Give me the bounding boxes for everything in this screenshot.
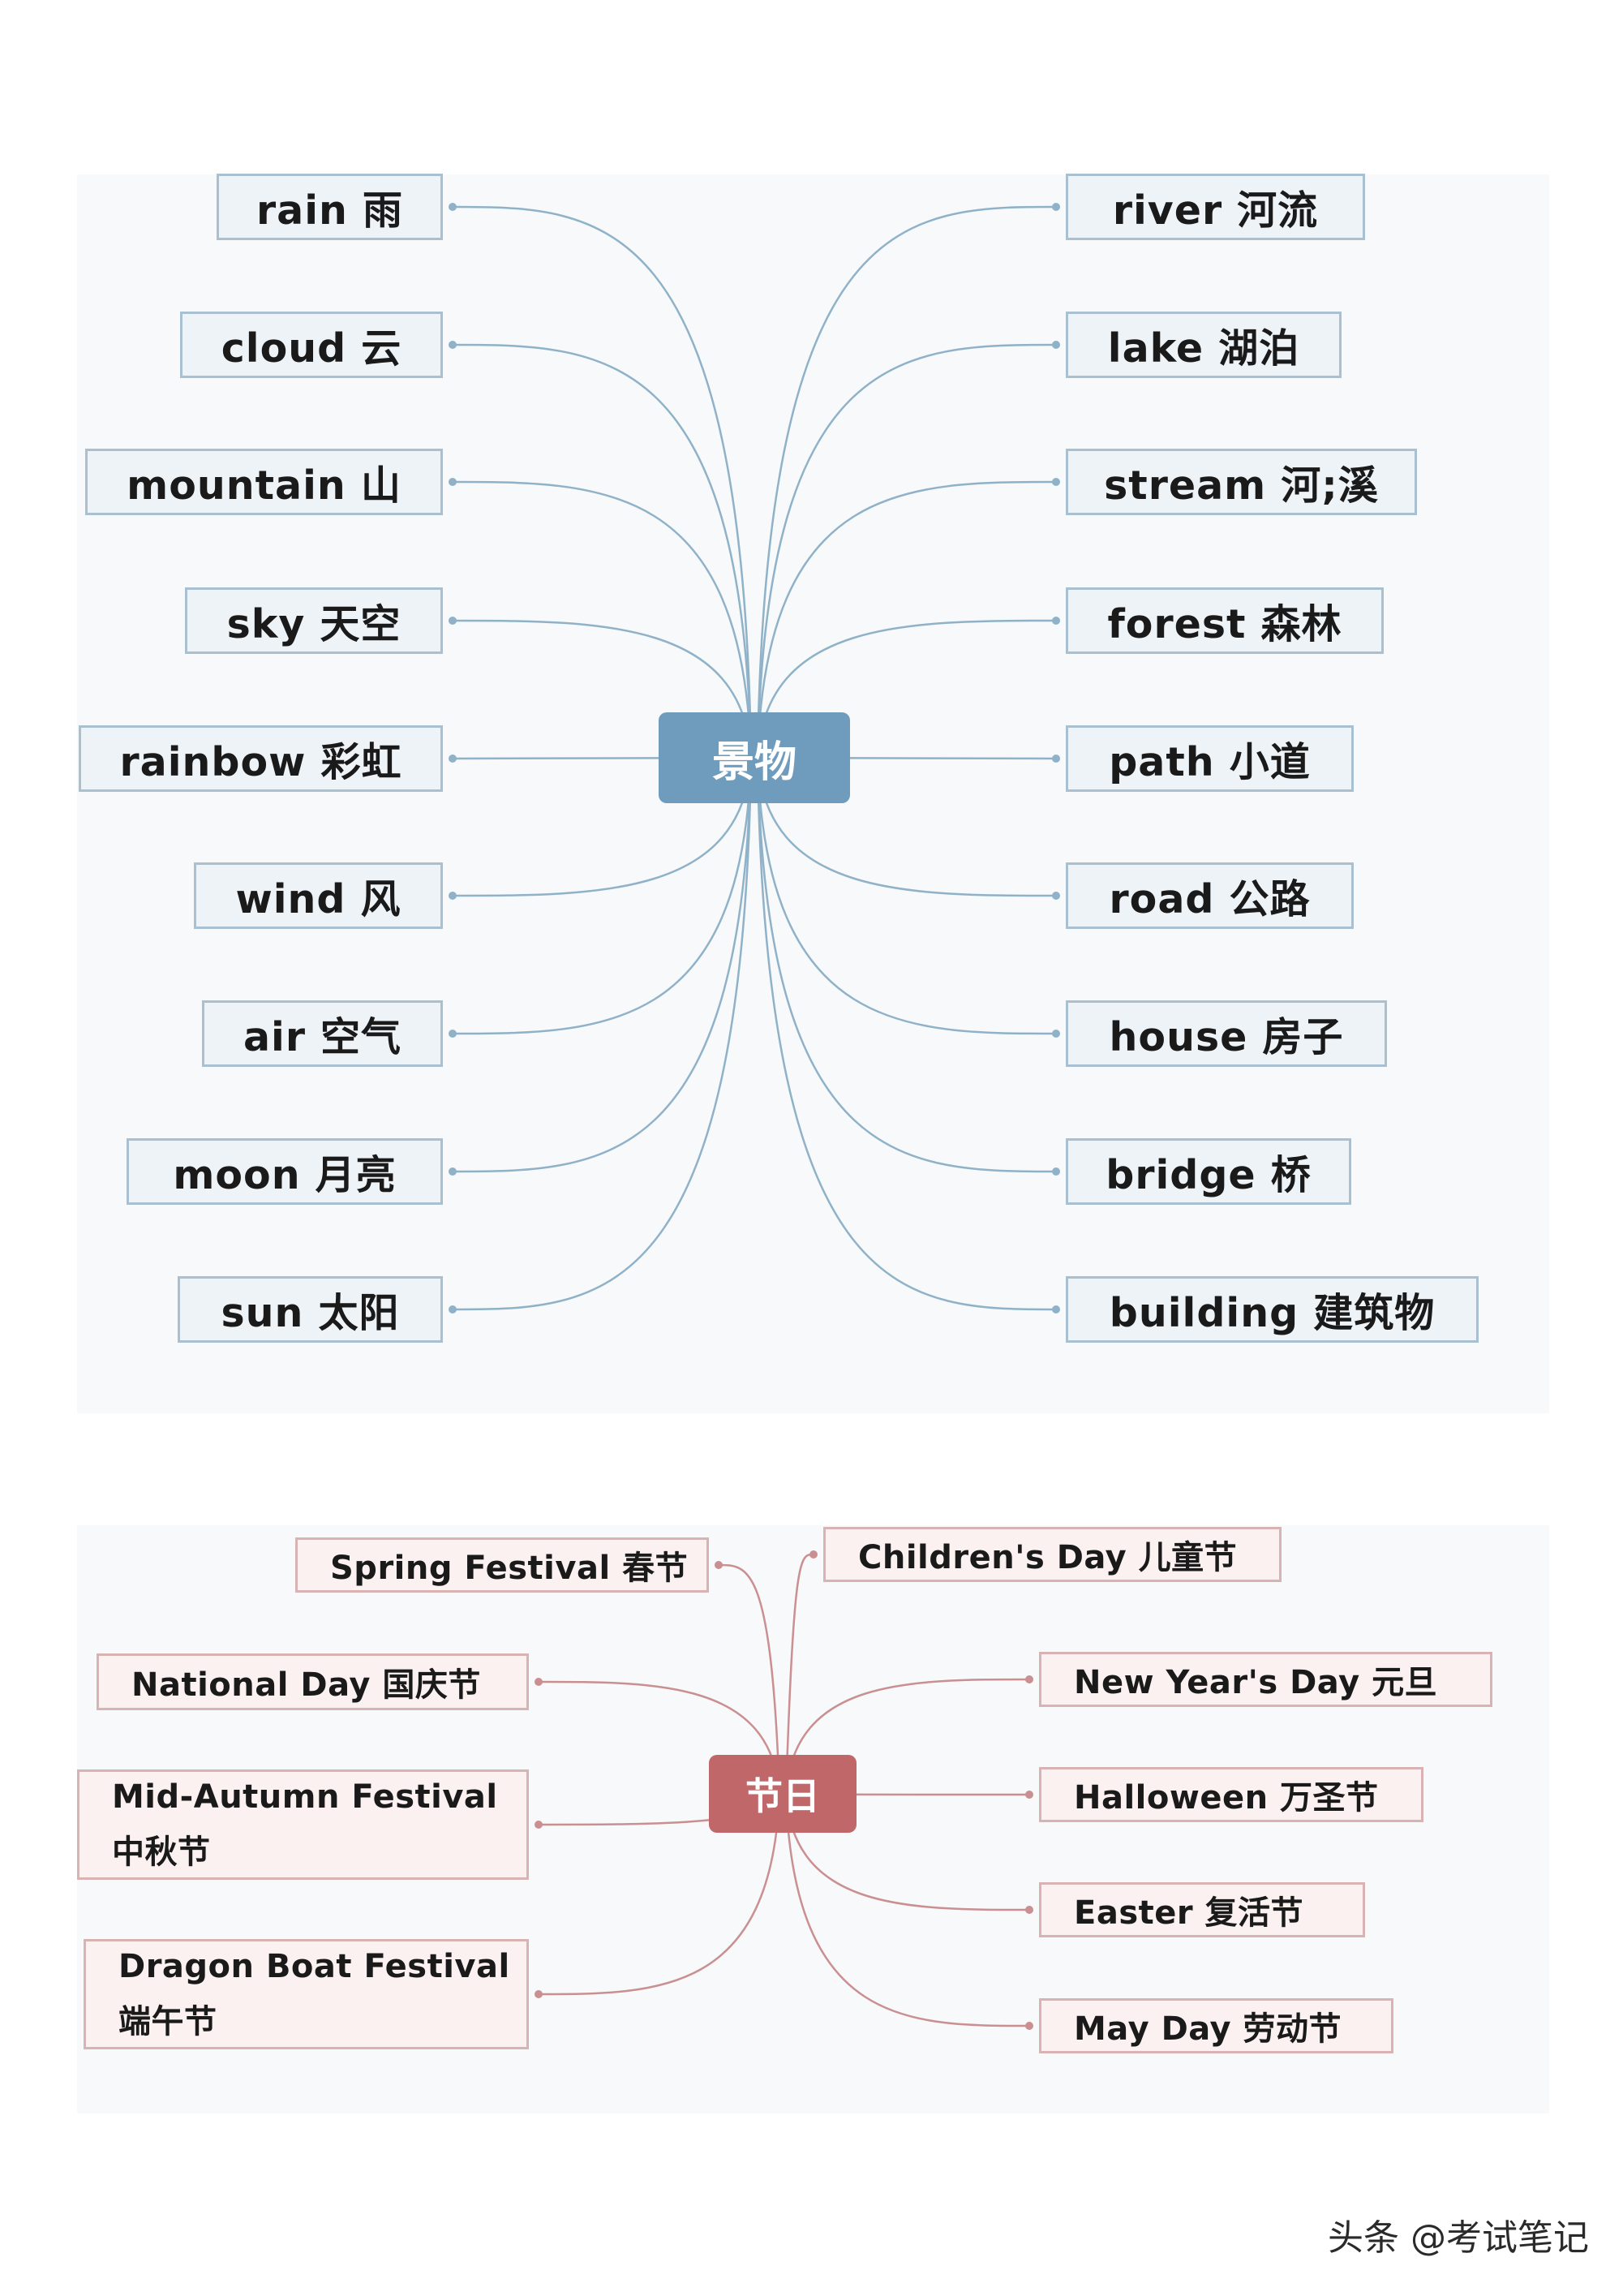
watermark: 头条 @考试笔记: [1328, 2217, 1589, 2259]
node-spring-festival[interactable]: Spring Festival 春节: [295, 1537, 709, 1593]
node-moon[interactable]: moon 月亮: [127, 1138, 443, 1205]
node-national-day[interactable]: National Day 国庆节: [97, 1653, 529, 1710]
node-stream[interactable]: stream 河;溪: [1066, 449, 1417, 515]
node-path[interactable]: path 小道: [1066, 725, 1354, 792]
node-forest[interactable]: forest 森林: [1066, 587, 1384, 654]
node-cloud[interactable]: cloud 云: [180, 312, 443, 378]
node-sky[interactable]: sky 天空: [185, 587, 443, 654]
node-sun[interactable]: sun 太阳: [178, 1276, 443, 1343]
node-dragon-boat-festival[interactable]: Dragon Boat Festival 端午节: [84, 1939, 529, 2049]
node-house[interactable]: house 房子: [1066, 1000, 1387, 1067]
node-dragon-boat-label-zh: 端午节: [118, 2003, 217, 2040]
node-halloween[interactable]: Halloween 万圣节: [1039, 1767, 1423, 1822]
node-easter[interactable]: Easter 复活节: [1039, 1882, 1365, 1937]
node-air[interactable]: air 空气: [202, 1000, 443, 1067]
node-rain[interactable]: rain 雨: [217, 174, 443, 240]
node-wind[interactable]: wind 风: [194, 862, 443, 929]
node-childrens-day[interactable]: Children's Day 儿童节: [823, 1527, 1282, 1582]
node-road[interactable]: road 公路: [1066, 862, 1354, 929]
scenery-center-node[interactable]: 景物: [659, 712, 850, 803]
node-mid-autumn-label-en: Mid-Autumn Festival: [112, 1778, 498, 1816]
node-building[interactable]: building 建筑物: [1066, 1276, 1479, 1343]
node-river[interactable]: river 河流: [1066, 174, 1365, 240]
node-dragon-boat-label-en: Dragon Boat Festival: [118, 1948, 510, 1985]
node-lake[interactable]: lake 湖泊: [1066, 312, 1342, 378]
node-may-day[interactable]: May Day 劳动节: [1039, 1998, 1393, 2053]
node-rainbow[interactable]: rainbow 彩虹: [79, 725, 443, 792]
node-mountain[interactable]: mountain 山: [85, 449, 443, 515]
festivals-center-node[interactable]: 节日: [709, 1755, 857, 1833]
node-mid-autumn-festival[interactable]: Mid-Autumn Festival 中秋节: [77, 1769, 529, 1880]
node-new-years-day[interactable]: New Year's Day 元旦: [1039, 1652, 1492, 1707]
node-bridge[interactable]: bridge 桥: [1066, 1138, 1351, 1205]
node-mid-autumn-label-zh: 中秋节: [112, 1834, 211, 1871]
